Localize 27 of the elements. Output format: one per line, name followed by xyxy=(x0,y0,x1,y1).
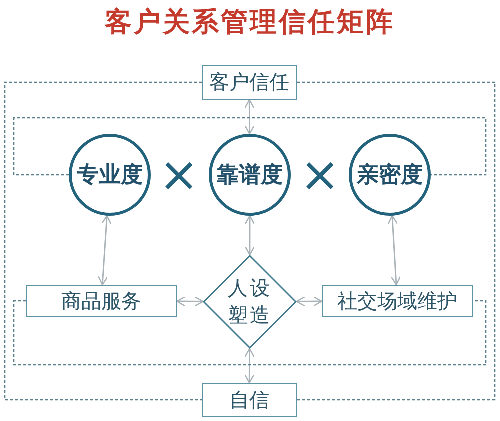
node-text: 专业度 xyxy=(77,162,143,190)
node-text: 人设塑造 xyxy=(228,275,272,329)
dashed-connector xyxy=(13,117,487,176)
multiply-sign: × xyxy=(159,151,200,199)
multiply-sign: × xyxy=(300,151,340,199)
node-text: 亲密度 xyxy=(357,162,423,190)
node-text: 客户信任 xyxy=(210,69,290,96)
process-box xyxy=(202,65,297,100)
process-box xyxy=(202,383,297,417)
arrow xyxy=(244,215,256,256)
arrow xyxy=(244,348,255,384)
node-text: 自信 xyxy=(230,386,270,414)
dashed-connector xyxy=(297,82,496,401)
arrow xyxy=(388,215,402,286)
arrow xyxy=(176,296,204,307)
arrow xyxy=(244,99,255,135)
process-box xyxy=(26,285,177,317)
dashed-connector xyxy=(13,300,487,366)
title: 客户关系管理信任矩阵 xyxy=(104,6,396,40)
decision-diamond xyxy=(203,255,297,349)
process-box xyxy=(322,285,473,317)
arrow xyxy=(98,215,112,286)
node-text: 靠谱度 xyxy=(217,162,283,190)
node-text: 社交场域维护 xyxy=(338,288,458,314)
arrow xyxy=(296,296,323,307)
dashed-connector xyxy=(4,82,202,401)
node-text: 商品服务 xyxy=(62,288,142,314)
